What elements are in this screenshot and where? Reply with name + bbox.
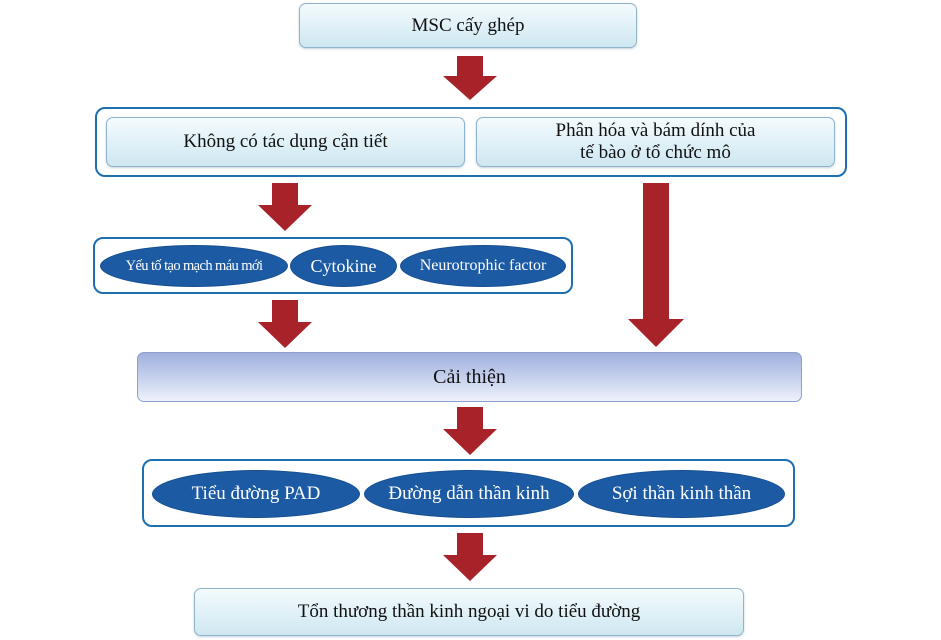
- node-label: Cải thiện: [433, 365, 506, 388]
- node-label: MSC cấy ghép: [411, 14, 525, 36]
- arrow-down-1: [443, 56, 497, 100]
- ellipse-cytokine: Cytokine: [290, 245, 397, 287]
- arrow-down-2: [443, 407, 497, 455]
- node-no-paracrine: Không có tác dụng cận tiết: [106, 117, 465, 167]
- ellipse-label: Yếu tố tạo mạch máu mới: [125, 257, 263, 274]
- arrow-down-left-1: [258, 183, 312, 231]
- ellipse-nerve-fiber: Sợi thần kinh thần: [578, 470, 785, 518]
- arrow-down-3: [443, 533, 497, 581]
- ellipse-nerve-conduction: Đường dẫn thần kinh: [364, 470, 574, 518]
- ellipse-angiogenic-factor: Yếu tố tạo mạch máu mới: [100, 245, 288, 287]
- ellipse-neurotrophic-factor: Neurotrophic factor: [400, 245, 566, 287]
- node-improve: Cải thiện: [137, 352, 802, 402]
- node-label: Tổn thương thần kinh ngoại vi do tiểu đư…: [297, 601, 641, 622]
- node-diabetic-neuropathy: Tổn thương thần kinh ngoại vi do tiểu đư…: [194, 588, 744, 636]
- node-msc-transplant: MSC cấy ghép: [299, 3, 637, 48]
- node-label-line2: tế bào ở tổ chức mô: [580, 142, 731, 163]
- ellipse-label: Cytokine: [310, 255, 377, 276]
- arrow-down-right-long: [628, 183, 684, 347]
- node-label-line1: Phân hóa và bám dính của: [555, 120, 756, 141]
- ellipse-label: Neurotrophic factor: [419, 257, 547, 274]
- ellipse-label: Tiểu đường PAD: [191, 483, 321, 504]
- node-differentiation: Phân hóa và bám dính của tế bào ở tổ chứ…: [476, 117, 835, 167]
- arrow-down-left-2: [258, 300, 312, 348]
- node-label: Không có tác dụng cận tiết: [183, 131, 388, 152]
- ellipse-diabetes-pad: Tiểu đường PAD: [152, 470, 360, 518]
- ellipse-label: Sợi thần kinh thần: [611, 483, 752, 504]
- ellipse-label: Đường dẫn thần kinh: [388, 483, 550, 504]
